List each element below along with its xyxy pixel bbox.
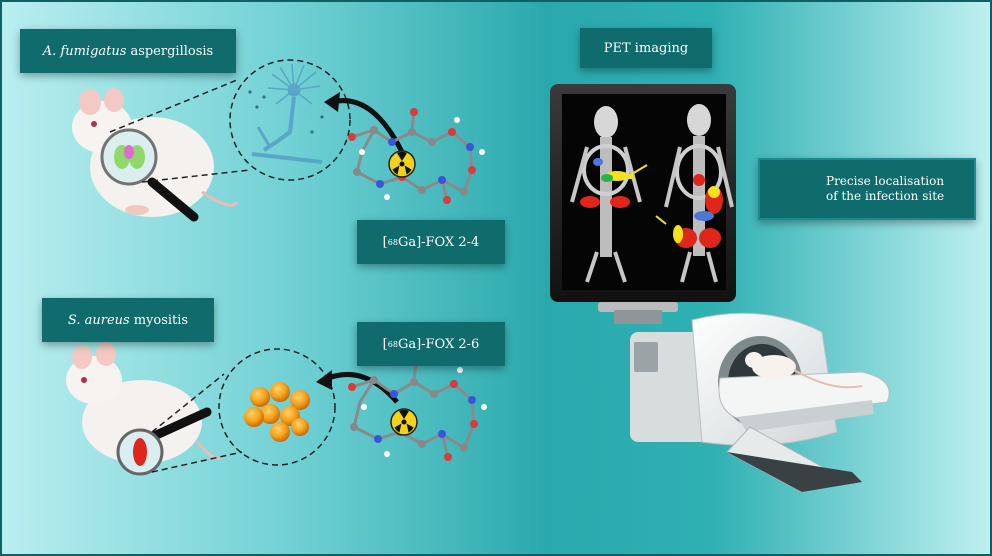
organism-name-saureus: S. aureus xyxy=(67,312,130,328)
pet-scan-image-2 xyxy=(664,104,734,283)
magnifier-icon-bottom xyxy=(116,407,212,476)
molecule-icon-top xyxy=(348,108,485,204)
mouse-icon-bottom xyxy=(66,342,222,464)
disease-myositis: myositis xyxy=(133,312,189,328)
radiation-icon-top xyxy=(388,150,416,178)
magnifier-icon-top xyxy=(100,128,199,222)
label-pet-imaging: PET imaging xyxy=(580,28,712,68)
fox-2-6-isotope: 68 xyxy=(387,339,398,349)
zoom-circle-bottom xyxy=(218,348,336,466)
fox-2-6-name: Ga]-FOX 2-6 xyxy=(397,336,480,352)
fox-2-6-prefix: [ xyxy=(382,336,388,352)
radiation-icon-bottom xyxy=(390,408,418,436)
localisation-text: Precise localisation of the infection si… xyxy=(826,174,944,204)
localisation-line-1: Precise localisation xyxy=(826,174,945,188)
bacteria-icon xyxy=(244,382,310,442)
pet-monitor xyxy=(550,84,736,324)
zoom-circle-top xyxy=(229,59,351,181)
label-aspergillosis: A. fumigatus aspergillosis xyxy=(20,29,236,73)
fungus-icon xyxy=(251,63,323,164)
molecule-icon-bottom xyxy=(348,358,487,461)
fox-2-4-prefix: [ xyxy=(382,234,388,250)
fox-2-4-name: Ga]-FOX 2-4 xyxy=(397,234,480,250)
fox-2-4-isotope: 68 xyxy=(387,237,398,247)
disease-aspergillosis: aspergillosis xyxy=(130,43,214,59)
label-myositis: S. aureus myositis xyxy=(42,298,214,342)
localisation-line-2: of the infection site xyxy=(826,189,945,203)
label-precise-localisation: Precise localisation of the infection si… xyxy=(758,158,976,220)
organism-name-aspergillus: A. fumigatus xyxy=(42,43,127,59)
pet-scanner-icon xyxy=(630,312,890,493)
